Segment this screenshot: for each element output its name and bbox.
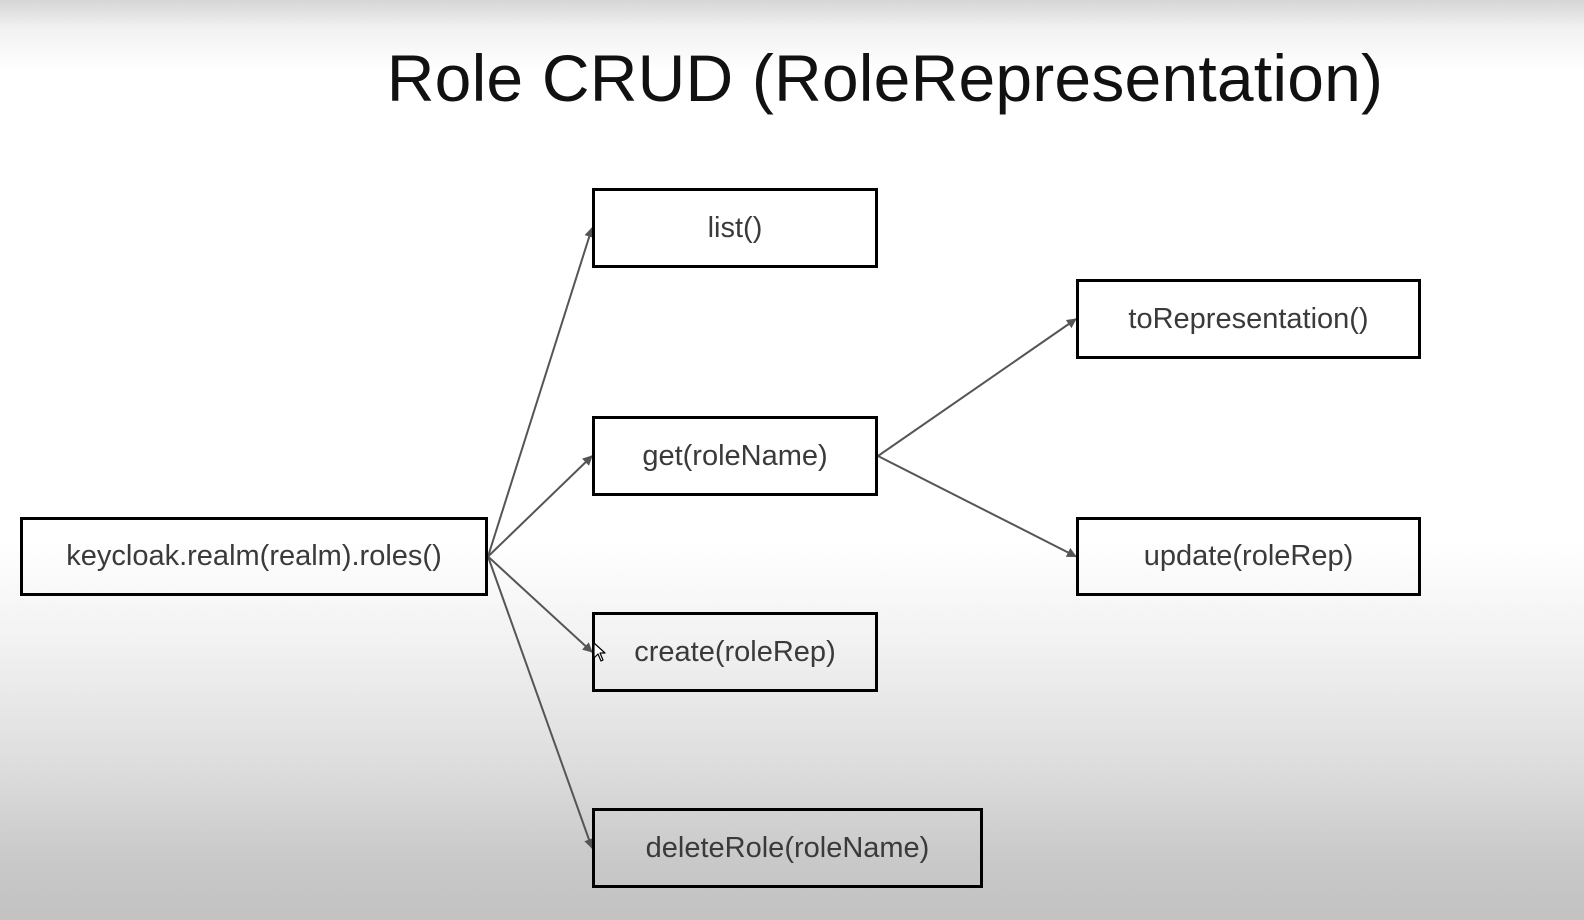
- arrow-root-to-create: [487, 555, 593, 653]
- arrow-get-to-update: [877, 455, 1077, 558]
- arrow-get-to-to_representation: [877, 318, 1077, 457]
- node-create-role-rep: create(roleRep): [592, 612, 878, 692]
- node-delete-role: deleteRole(roleName): [592, 808, 983, 888]
- node-keycloak-roles: keycloak.realm(realm).roles(): [20, 517, 488, 596]
- arrow-root-to-get: [487, 455, 593, 558]
- node-list: list(): [592, 188, 878, 268]
- mouse-cursor-icon: [593, 642, 606, 662]
- arrow-root-to-list: [487, 227, 595, 557]
- node-get-role-name: get(roleName): [592, 416, 878, 496]
- slide-title: Role CRUD (RoleRepresentation): [386, 41, 1384, 115]
- arrow-root-to-delete: [487, 556, 594, 849]
- node-update-role-rep: update(roleRep): [1076, 517, 1421, 596]
- node-to-representation: toRepresentation(): [1076, 279, 1421, 359]
